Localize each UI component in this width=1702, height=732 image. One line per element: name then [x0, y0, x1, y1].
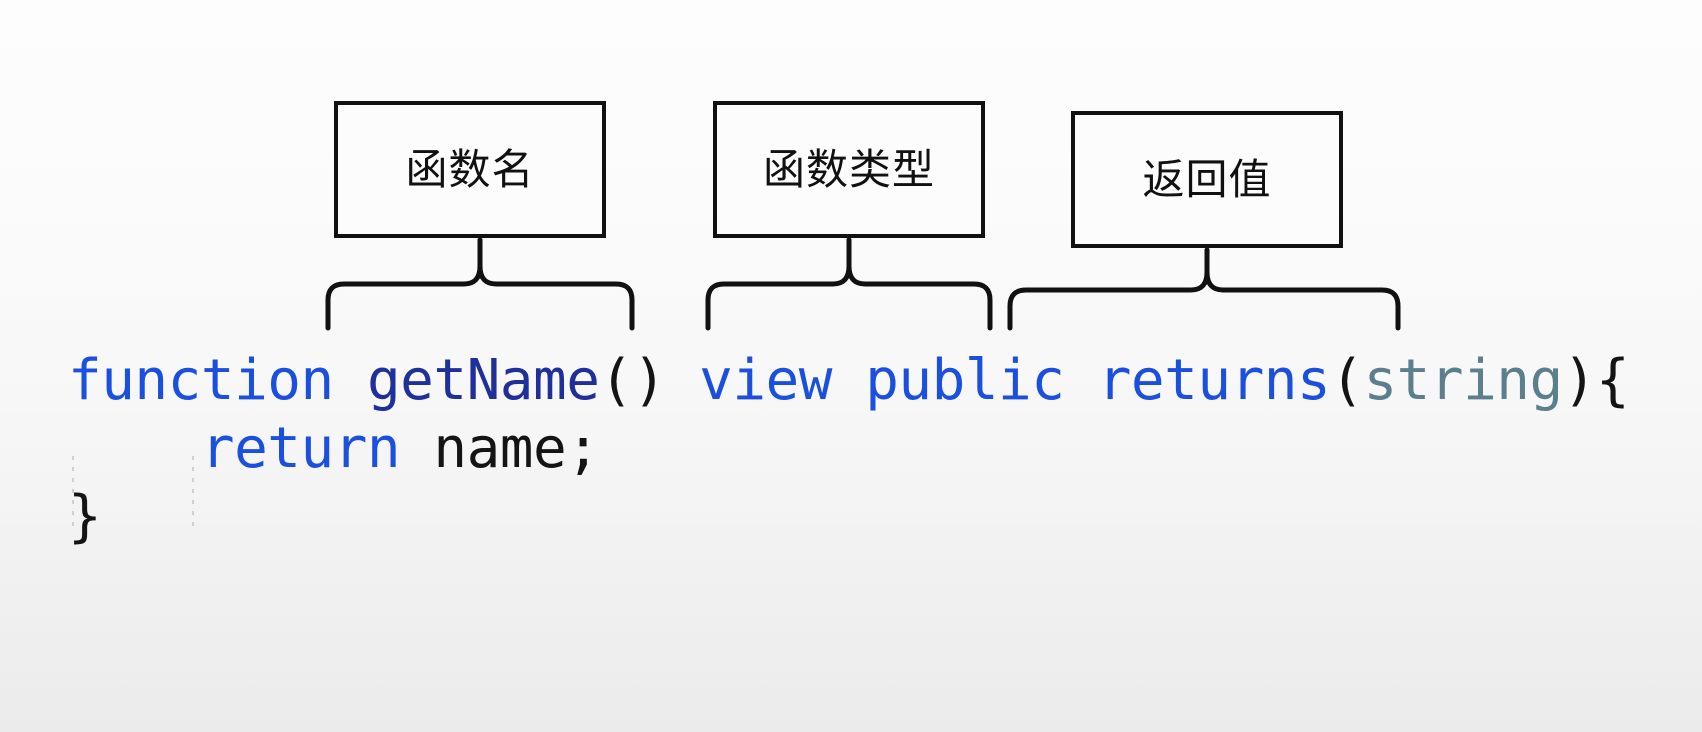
code-token-punctuation: ( — [1330, 348, 1364, 413]
code-line: } — [68, 483, 1629, 551]
code-token-keyword: function — [68, 348, 334, 413]
code-token-type: string — [1363, 348, 1563, 413]
code-token-keyword: view — [699, 348, 832, 413]
indent-guide — [72, 456, 74, 528]
indent-guide — [192, 456, 194, 528]
code-block: function getName() view public returns(s… — [68, 347, 1630, 551]
code-token-identifier: name — [433, 416, 567, 481]
annotation-box-function-type: 函数类型 — [713, 101, 985, 238]
annotation-box-function-name: 函数名 — [334, 101, 606, 238]
code-token-whitespace — [1064, 348, 1097, 413]
annotation-box-return-value: 返回值 — [1071, 111, 1343, 248]
brace-icon — [705, 237, 993, 331]
code-line: function getName() view public returns(s… — [68, 347, 1630, 415]
annotation-label-function-type: 函数类型 — [762, 144, 935, 194]
brace-connector-function-type — [705, 237, 993, 331]
code-line: return name; — [68, 415, 1629, 483]
code-token-keyword: return — [200, 416, 401, 481]
code-token-whitespace — [832, 348, 865, 413]
annotation-label-return-value: 返回值 — [1142, 154, 1272, 204]
code-token-whitespace — [334, 348, 367, 413]
brace-icon — [1007, 247, 1401, 331]
code-token-keyword: returns — [1097, 348, 1331, 413]
annotation-label-function-name: 函数名 — [405, 144, 535, 194]
code-token-whitespace — [666, 348, 699, 413]
code-token-function: getName — [366, 348, 600, 413]
brace-connector-function-name — [325, 237, 635, 331]
code-token-whitespace — [68, 416, 201, 481]
code-token-punctuation: ; — [566, 416, 600, 481]
code-token-punctuation: () — [599, 348, 666, 413]
brace-icon — [325, 237, 635, 331]
code-token-punctuation: } — [68, 484, 102, 549]
code-token-keyword: public — [865, 348, 1065, 413]
code-token-whitespace — [400, 416, 433, 481]
brace-connector-return-value — [1007, 247, 1401, 331]
code-token-punctuation: ){ — [1562, 348, 1630, 413]
